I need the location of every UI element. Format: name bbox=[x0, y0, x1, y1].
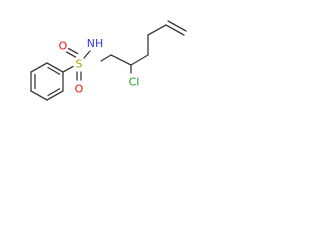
ring-double-bond bbox=[47, 66, 61, 75]
ring-s-bond bbox=[62, 65, 74, 73]
oxygen-top-label: O bbox=[59, 40, 68, 53]
structure-diagram: NH S O O Cl bbox=[30, 20, 187, 101]
c5-c6-double-bond bbox=[165, 24, 185, 36]
c5-c6-double-bond bbox=[167, 20, 187, 32]
s-o-top-bond bbox=[67, 47, 79, 55]
c1-c2-bond bbox=[110, 54, 132, 66]
s-n-bond bbox=[83, 50, 91, 59]
c2-c3-bond bbox=[130, 54, 149, 66]
ring-bond bbox=[46, 62, 64, 73]
ring-bond bbox=[30, 62, 48, 73]
benzene-ring bbox=[30, 62, 64, 101]
nitrogen-label: NH bbox=[87, 37, 104, 50]
s-o-top-bond bbox=[65, 51, 77, 58]
ring-double-bond bbox=[47, 88, 61, 97]
ring-bond bbox=[30, 90, 48, 101]
chlorine-label: Cl bbox=[129, 76, 140, 89]
oxygen-bottom-label: O bbox=[75, 83, 84, 96]
n-c1-bond bbox=[100, 54, 112, 62]
c4-c5-bond bbox=[147, 24, 167, 36]
sulfur-label: S bbox=[76, 58, 83, 71]
ring-bond bbox=[46, 90, 64, 101]
